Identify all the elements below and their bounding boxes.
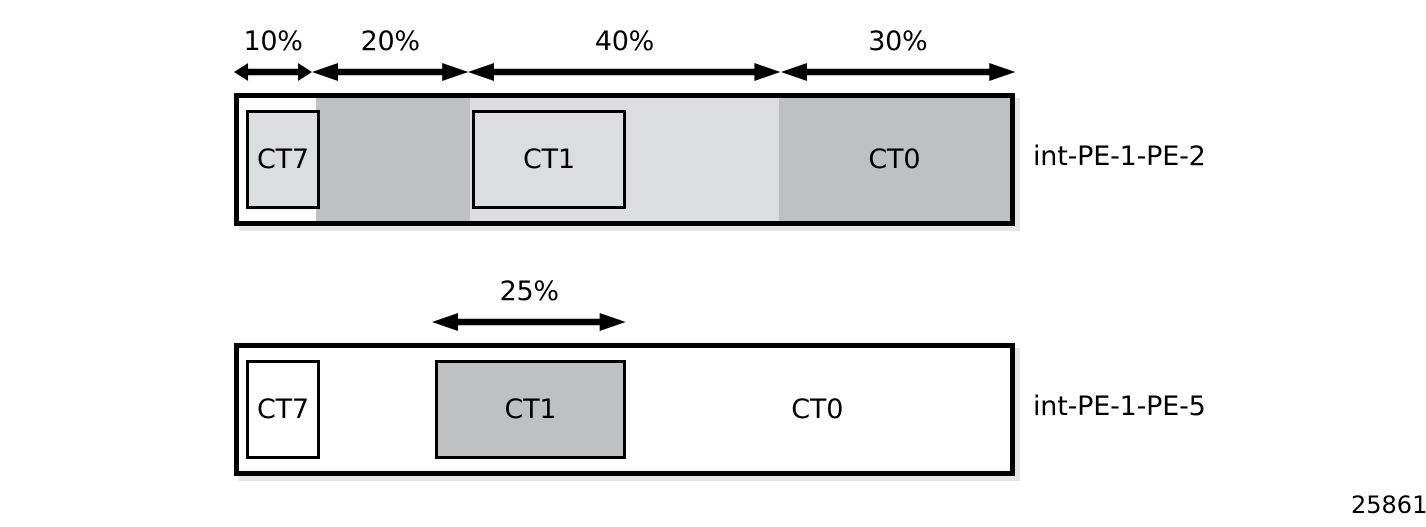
- row-int-pe-1-pe-5-label-ct0: CT0: [791, 393, 844, 425]
- figure-id: 25861: [1351, 491, 1426, 519]
- row-int-pe-1-pe-2-box-ct7: CT7: [245, 110, 320, 209]
- row-int-pe-1-pe-2-dimension-row: 10% 20% 40% 30%: [0, 27, 1426, 87]
- row-int-pe-1-pe-2-interface-label: int-PE-1-PE-2: [1033, 141, 1206, 172]
- row-int-pe-1-pe-2-label-ct0: CT0: [868, 143, 921, 175]
- row-int-pe-1-pe-2-dimension-0: 10%: [234, 26, 313, 87]
- row-int-pe-1-pe-2-dimension-2: 40%: [468, 26, 781, 87]
- row-int-pe-1-pe-5-box-ct1: CT1: [434, 360, 627, 459]
- row-int-pe-1-pe-2-dimension-label-3: 30%: [868, 26, 928, 57]
- row-int-pe-1-pe-5-dimension-0: 25%: [432, 276, 627, 337]
- row-int-pe-1-pe-2-dimension-arrow-2: [468, 63, 781, 81]
- row-int-pe-1-pe-5-interface-label: int-PE-1-PE-5: [1033, 391, 1206, 422]
- row-int-pe-1-pe-2-segment-unused-1: [316, 98, 471, 221]
- row-int-pe-1-pe-5-dimension-label-0: 25%: [499, 276, 559, 307]
- row-int-pe-1-pe-5-dimension-row: 25%: [0, 277, 1426, 337]
- row-int-pe-1-pe-2-box-ct1-label: CT1: [522, 143, 575, 175]
- row-int-pe-1-pe-2-box-ct7-label: CT7: [256, 143, 309, 175]
- row-int-pe-1-pe-5-box-ct7: CT7: [245, 360, 320, 459]
- row-int-pe-1-pe-2-dimension-arrow-1: [312, 63, 469, 81]
- row-int-pe-1-pe-2-dimension-label-0: 10%: [243, 26, 303, 57]
- row-int-pe-1-pe-2-dimension-arrow-0: [234, 63, 313, 81]
- row-int-pe-1-pe-2-dimension-label-2: 40%: [594, 26, 655, 57]
- row-int-pe-1-pe-2-dimension-1: 20%: [312, 26, 469, 87]
- row-int-pe-1-pe-2-dimension-label-1: 20%: [360, 26, 420, 57]
- row-int-pe-1-pe-2-bar: CT7 CT1 CT0: [234, 93, 1015, 226]
- row-int-pe-1-pe-5-bar: CT7 CT1 CT0: [234, 343, 1015, 476]
- row-int-pe-1-pe-5-box-ct1-label: CT1: [504, 393, 557, 425]
- row-int-pe-1-pe-5-dimension-arrow-0: [432, 313, 627, 331]
- row-int-pe-1-pe-2-dimension-3: 30%: [780, 26, 1015, 87]
- row-int-pe-1-pe-2-segment-ct0-share: [778, 98, 1010, 221]
- row-int-pe-1-pe-2-dimension-arrow-3: [780, 63, 1015, 81]
- row-int-pe-1-pe-2-box-ct1: CT1: [471, 110, 627, 209]
- row-int-pe-1-pe-5-box-ct7-label: CT7: [256, 393, 309, 425]
